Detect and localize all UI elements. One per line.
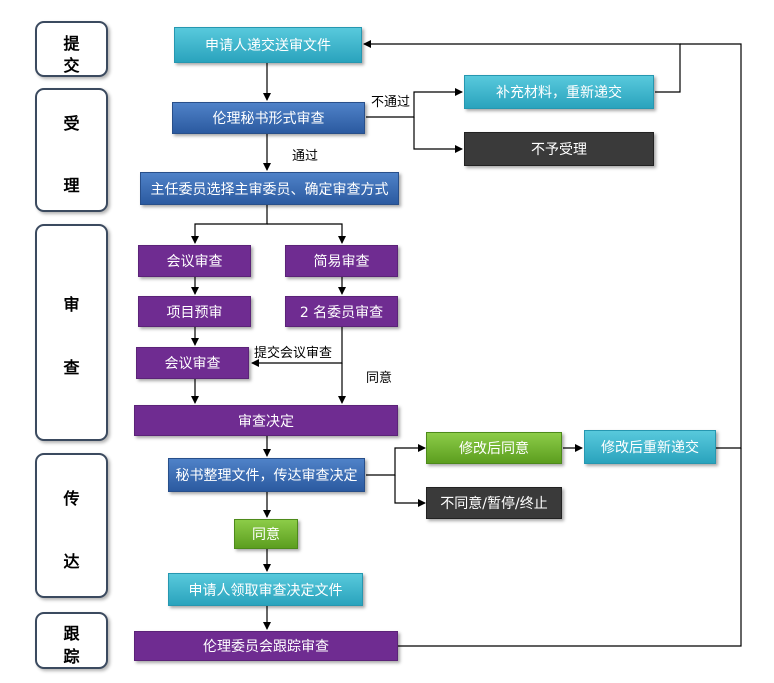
node-secretary-check: 伦理秘书形式审查: [172, 102, 365, 134]
stage-accept: 受 理: [35, 88, 108, 212]
stage-submit: 提 交: [35, 21, 108, 77]
node-simple-review: 简易审查: [285, 245, 398, 277]
node-approve-after-modify: 修改后同意: [426, 432, 562, 464]
edge-label-fail: 不通过: [371, 95, 411, 110]
stage-char: 审: [63, 295, 80, 314]
node-reject: 不予受理: [464, 132, 654, 166]
stage-track: 跟 踪: [35, 612, 108, 669]
node-two-member-review: 2 名委员审查: [285, 296, 398, 327]
stage-char: 查: [63, 358, 80, 377]
node-disapprove: 不同意/暂停/终止: [426, 487, 562, 519]
node-secretary-convey: 秘书整理文件，传达审查决定: [168, 458, 365, 492]
node-project-prereview: 项目预审: [138, 296, 251, 327]
stage-review: 审 查: [35, 224, 108, 441]
stage-char: 传: [63, 489, 80, 508]
stage-char: 提: [63, 34, 80, 53]
node-resubmit-after-modify: 修改后重新递交: [584, 430, 716, 464]
stage-char: 踪: [63, 647, 80, 666]
stage-char: 理: [63, 176, 80, 195]
node-chair-select: 主任委员选择主审委员、确定审查方式: [140, 172, 399, 205]
node-applicant-receive: 申请人领取审查决定文件: [168, 573, 363, 606]
stage-char: 跟: [63, 624, 80, 643]
stage-convey: 传 达: [35, 453, 108, 598]
node-meeting-review: 会议审查: [138, 245, 251, 277]
node-agree: 同意: [234, 519, 298, 549]
node-applicant-submit: 申请人递交送审文件: [174, 27, 362, 63]
stage-char: 受: [63, 114, 80, 133]
node-supplement: 补充材料，重新递交: [464, 75, 654, 109]
node-review-decision: 审查决定: [134, 405, 398, 436]
stage-char: 交: [63, 56, 80, 75]
node-tracking-review: 伦理委员会跟踪审查: [134, 631, 398, 661]
edge-label-pass: 通过: [292, 149, 319, 164]
stage-char: 达: [63, 552, 80, 571]
edge-label-submit-meeting: 提交会议审查: [254, 346, 333, 361]
edge-label-agree: 同意: [366, 371, 393, 386]
node-meeting-review-2: 会议审查: [136, 347, 249, 379]
